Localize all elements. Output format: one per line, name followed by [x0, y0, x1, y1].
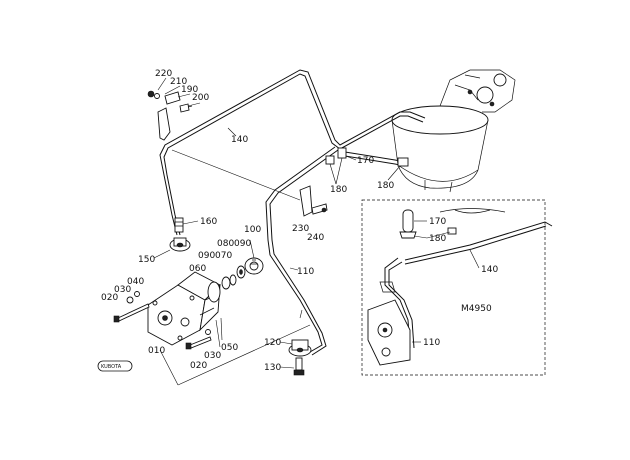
- banjo-150: [169, 237, 191, 252]
- inset-tank: [439, 208, 506, 214]
- callout-170-inset: 170: [429, 217, 446, 227]
- callout-210: 210: [170, 77, 187, 87]
- inset-code: M4950: [461, 304, 492, 314]
- callout-180-inset: 180: [429, 234, 446, 244]
- callout-030-bottom: 030: [204, 351, 221, 361]
- callout-090-right: 090: [234, 239, 251, 249]
- inset-pipe-140: [384, 221, 553, 349]
- pipe-110: [265, 146, 339, 356]
- callout-140-main: 140: [231, 135, 248, 145]
- callout-070: 070: [215, 251, 232, 261]
- callout-110-inset: 110: [423, 338, 440, 348]
- callout-200: 200: [192, 93, 209, 103]
- callout-110-main: 110: [297, 267, 314, 277]
- banjo-120: [288, 339, 312, 357]
- callout-080: 080: [217, 239, 234, 249]
- callout-090-left: 090: [198, 251, 215, 261]
- bolt-set-bottom: [185, 329, 212, 350]
- pipe-140: [159, 69, 426, 236]
- bolt-130: [293, 357, 305, 376]
- callout-010: 010: [148, 346, 165, 356]
- callout-050: 050: [221, 343, 238, 353]
- svg-text:KUBOTA: KUBOTA: [101, 364, 122, 370]
- clamp-bracket: [147, 90, 193, 141]
- callout-030-left: 030: [114, 285, 131, 295]
- callout-220: 220: [155, 69, 172, 79]
- callout-labels: 220 210 190 200 140 160 150 040 030 020 …: [101, 69, 498, 373]
- inset-frame: [361, 199, 546, 376]
- bolt-set-left: [113, 291, 150, 323]
- callout-180-left: 180: [330, 185, 347, 195]
- callout-020-left: 020: [101, 293, 118, 303]
- leader-lines-pump: [159, 309, 311, 386]
- callout-100: 100: [244, 225, 261, 235]
- callout-120: 120: [264, 338, 281, 348]
- inset-filter-170: [399, 209, 457, 239]
- clip-180-left: [325, 147, 347, 165]
- callout-040: 040: [127, 277, 144, 287]
- inset-pump-block: [367, 281, 411, 366]
- fitting-160: [174, 217, 184, 233]
- clip-180-right: [397, 157, 409, 167]
- callout-150: 150: [138, 255, 155, 265]
- bracket-230: [299, 185, 328, 217]
- callout-170-main: 170: [357, 156, 374, 166]
- engine-tank-outline: [391, 69, 516, 193]
- callout-060: 060: [189, 264, 206, 274]
- callout-leaders: [153, 77, 480, 369]
- callout-190: 190: [181, 85, 198, 95]
- callout-180-right: 180: [377, 181, 394, 191]
- callout-130: 130: [264, 363, 281, 373]
- callout-240: 240: [307, 233, 324, 243]
- callout-020-bottom: 020: [190, 361, 207, 371]
- callout-160: 160: [200, 217, 217, 227]
- kubota-logo: KUBOTA: [97, 360, 133, 372]
- callout-230: 230: [292, 224, 309, 234]
- callout-140-inset: 140: [481, 265, 498, 275]
- coupling-parts: [207, 257, 264, 303]
